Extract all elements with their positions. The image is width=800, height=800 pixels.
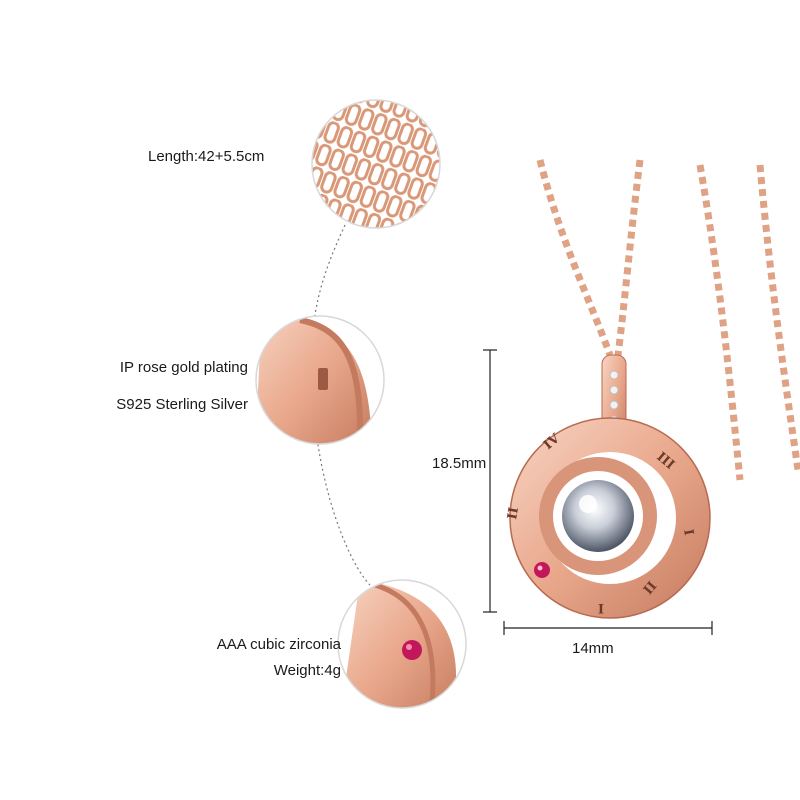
- zoom-circle-plating: [255, 315, 385, 445]
- ruby-stone: [534, 562, 550, 578]
- length-label: Length:42+5.5cm: [148, 148, 265, 165]
- pendant: II III I II I IV: [505, 354, 711, 619]
- height-dimension-label: 18.5mm: [432, 455, 487, 472]
- material-label: S925 Sterling Silver: [116, 396, 248, 413]
- width-dimension: [503, 621, 713, 635]
- height-dimension: [483, 349, 497, 613]
- width-dimension-label: 14mm: [572, 640, 614, 657]
- numeral-5: I: [598, 600, 604, 615]
- zoom-circle-stone: [337, 579, 467, 709]
- numeral-3: I: [680, 528, 696, 537]
- plating-label: IP rose gold plating: [119, 359, 248, 376]
- necklace-chain: [536, 159, 800, 481]
- numeral-1: II: [505, 506, 522, 521]
- roman-numerals: II III I II I IV: [505, 431, 696, 615]
- zoom-circle-chain: [311, 99, 441, 229]
- stone-label: AAA cubic zirconia: [216, 636, 341, 653]
- weight-label: Weight:4g: [273, 662, 341, 679]
